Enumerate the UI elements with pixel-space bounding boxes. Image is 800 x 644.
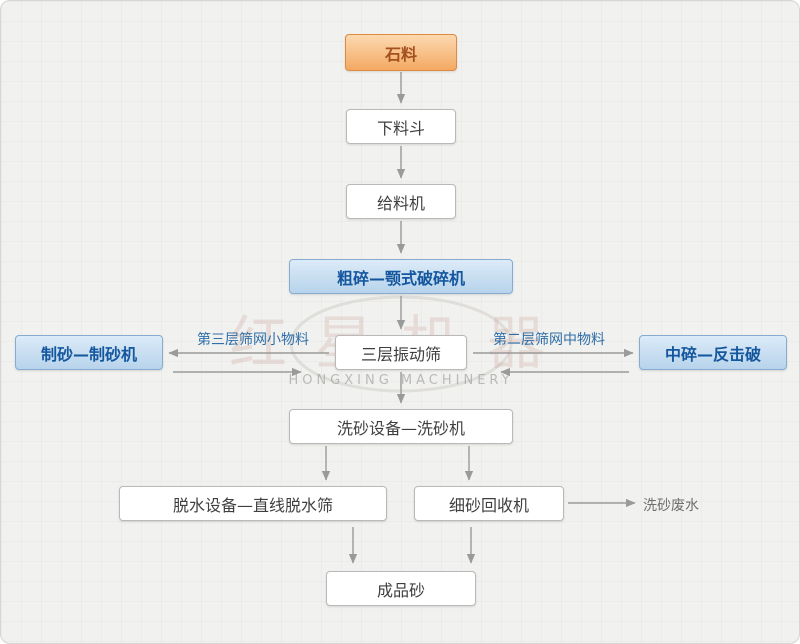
node-sand-washer: 洗砂设备—洗砂机 <box>289 409 513 444</box>
node-sand-maker: 制砂—制砂机 <box>15 335 163 370</box>
edge-label-third-layer-small-material: 第三层筛网小物料 <box>197 332 309 348</box>
edge-label-second-layer-medium-material: 第二层筛网中物料 <box>493 332 605 348</box>
node-fine-sand-recycler: 细砂回收机 <box>414 486 564 521</box>
wastewater-output-label: 洗砂废水 <box>643 498 699 514</box>
node-vibrating-screen: 三层振动筛 <box>335 335 467 370</box>
node-jaw-crusher: 粗碎—颚式破碎机 <box>289 259 513 294</box>
watermark-en-text: HONGXING MACHINERY <box>288 373 513 388</box>
node-dewatering-screen: 脱水设备—直线脱水筛 <box>119 486 387 521</box>
node-feed-hopper: 下料斗 <box>346 109 456 144</box>
node-stone: 石料 <box>345 34 457 71</box>
node-feeder: 给料机 <box>346 184 456 219</box>
node-impact-crusher: 中碎—反击破 <box>639 335 787 370</box>
node-finished-sand: 成品砂 <box>326 571 476 606</box>
